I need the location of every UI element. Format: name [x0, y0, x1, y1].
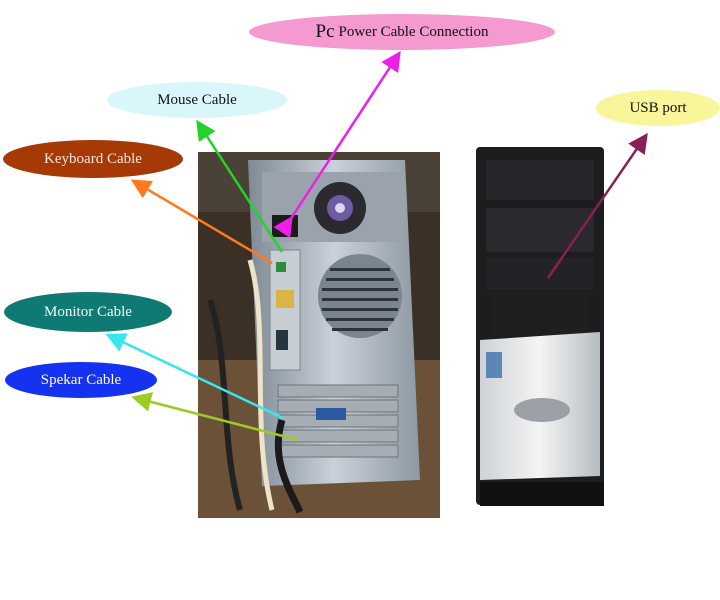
label-keyboard-text: Keyboard Cable: [44, 150, 142, 167]
label-speaker-cable: Spekar Cable: [5, 362, 157, 398]
arrow-usb: [546, 132, 648, 279]
arrow-mouse: [196, 119, 284, 253]
label-power-cable: Pc Power Cable Connection: [249, 14, 555, 50]
acer-logo: [514, 398, 570, 422]
label-monitor-cable: Monitor Cable: [4, 292, 172, 332]
arrow-speaker: [131, 392, 299, 442]
label-keyboard-cable: Keyboard Cable: [3, 140, 183, 178]
label-power-text: Power Cable Connection: [338, 23, 489, 40]
label-power-prefix: Pc: [315, 21, 335, 42]
label-usb-port: USB port: [596, 90, 720, 126]
arrow-power: [273, 50, 401, 239]
arrow-monitor: [105, 333, 284, 420]
pc-front-photo: [476, 147, 604, 506]
label-speaker-text: Spekar Cable: [40, 371, 122, 388]
label-mouse-cable: Mouse Cable: [107, 82, 287, 118]
label-usb-text: USB port: [629, 99, 687, 116]
label-monitor-text: Monitor Cable: [44, 303, 132, 320]
arrow-keyboard: [130, 179, 273, 265]
label-mouse-text: Mouse Cable: [157, 91, 237, 108]
